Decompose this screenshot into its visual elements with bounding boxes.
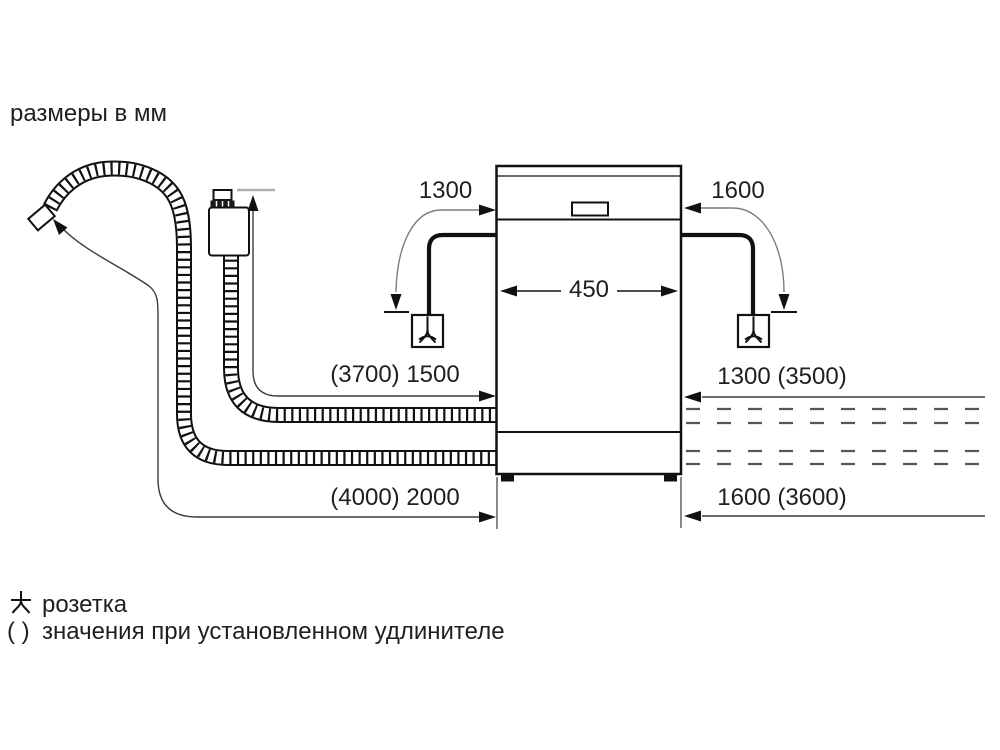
- foot-left: [501, 474, 514, 482]
- supply-hose: [223, 252, 498, 423]
- door-handle: [571, 201, 609, 217]
- page-title: размеры в мм: [10, 100, 167, 127]
- legend-socket-icon: [11, 591, 31, 614]
- power-cable-right: [681, 232, 756, 314]
- drain-hose: [42, 160, 498, 466]
- dishwasher-front: [495, 164, 683, 482]
- cable-left-leader: [384, 204, 496, 313]
- supply-hose-dimension: [247, 195, 496, 402]
- dim-label-supply-right: 1300 (3500): [717, 363, 847, 390]
- legend-parens-note: значения при установленном удлинителе: [42, 618, 505, 645]
- dim-label-cable-left: 1300: [418, 177, 473, 204]
- legend-socket-label: розетка: [42, 591, 128, 618]
- dim-label-supply-left: (3700) 1500: [330, 361, 460, 388]
- drain-hose-end-cap: [26, 203, 57, 232]
- dim-label-drain-right: 1600 (3600): [717, 484, 847, 511]
- dim-label-cable-right: 1600: [711, 177, 765, 204]
- dim-label-drain-left: (4000) 2000: [330, 484, 460, 511]
- power-cable-left: [426, 232, 496, 314]
- socket-icon-left: [410, 313, 445, 349]
- aquastop-fitting: [208, 188, 275, 257]
- cable-right-leader: [684, 202, 797, 313]
- dim-label-appliance-width: 450: [568, 276, 610, 303]
- tap-nut: [212, 189, 233, 201]
- width-dimension: [500, 285, 678, 297]
- legend-parens-symbol: ( ): [7, 618, 30, 645]
- right-drain-dimension: [680, 477, 985, 528]
- right-supply-dimension: [684, 391, 985, 403]
- foot-right: [664, 474, 677, 482]
- drain-hose-dimension: [53, 219, 498, 529]
- aquastop-valve-box: [208, 206, 250, 257]
- socket-icon-right: [736, 313, 771, 349]
- hose-extension-dashed-lines: [686, 407, 985, 466]
